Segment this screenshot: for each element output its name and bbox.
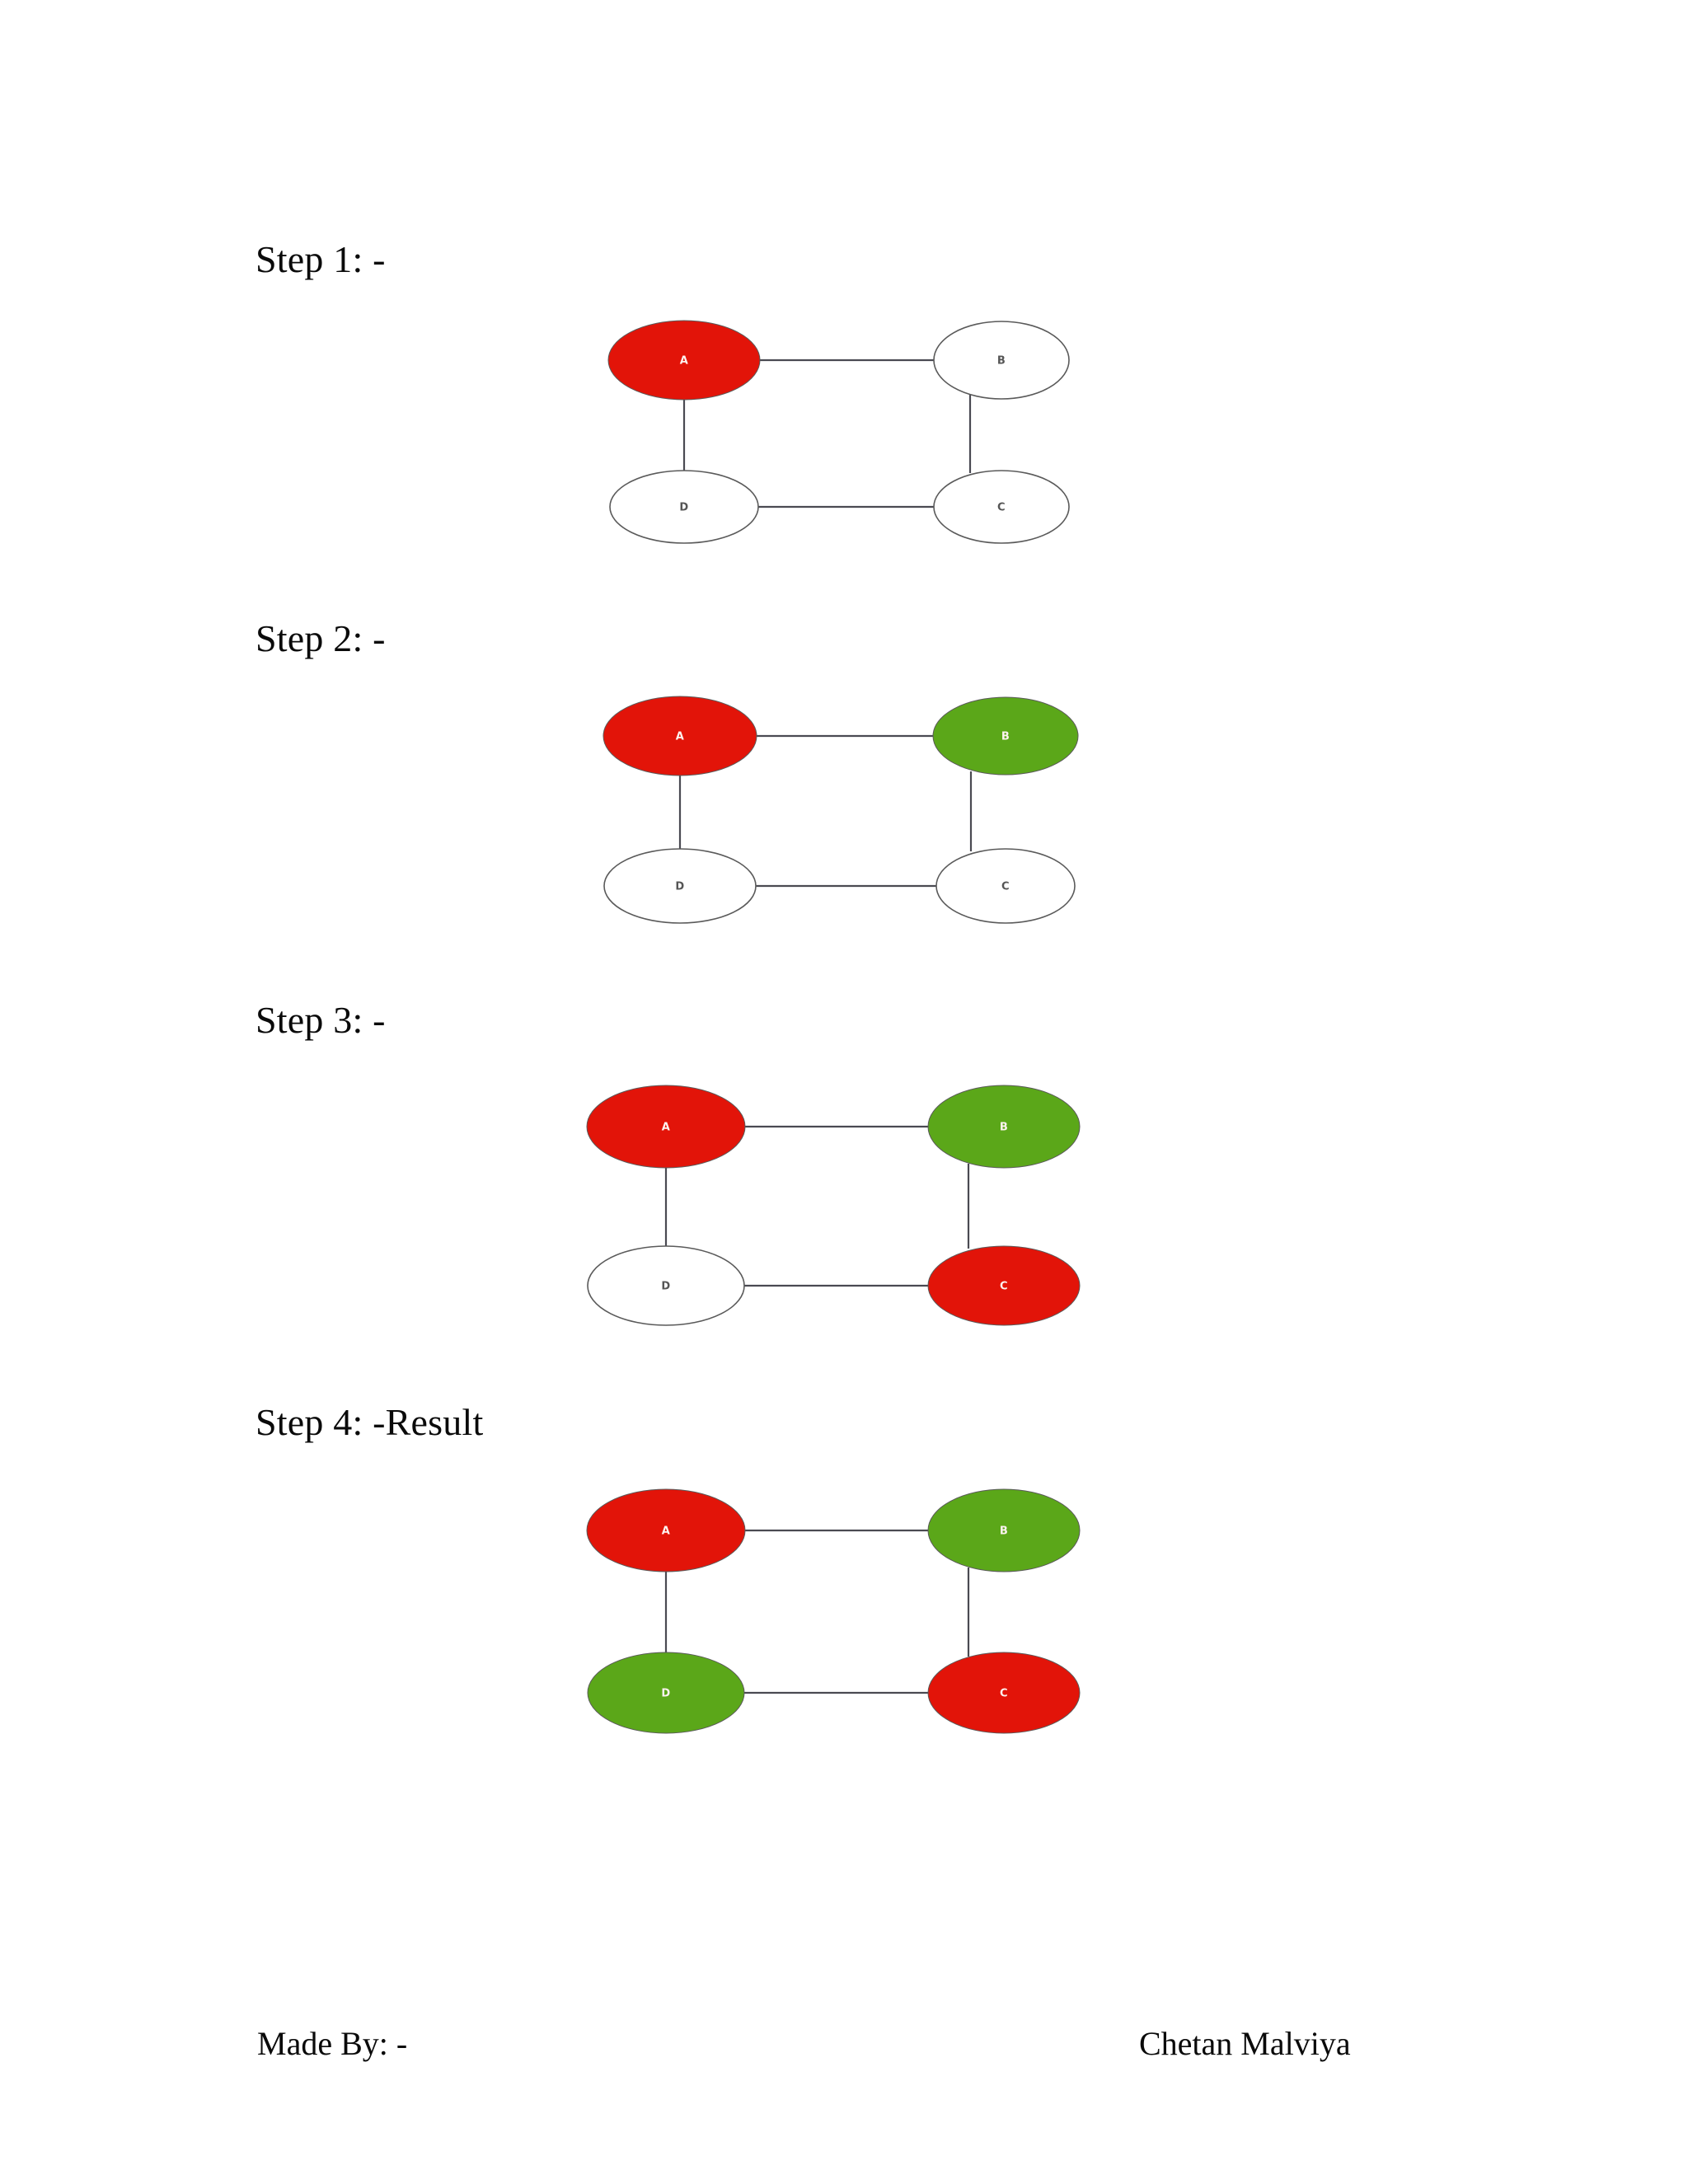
node-b-label: B	[1000, 1526, 1008, 1538]
node-d[interactable]	[587, 1652, 745, 1734]
node-c[interactable]	[927, 1652, 1081, 1734]
node-c-label: C	[1000, 1281, 1008, 1293]
node-b[interactable]	[927, 1488, 1081, 1572]
node-c-label: C	[997, 502, 1006, 514]
node-b-label: B	[1001, 731, 1010, 743]
step-1-graph: A B C D	[606, 305, 1084, 552]
node-a-label: A	[662, 1526, 670, 1538]
step-4-heading: Step 4: -Result	[256, 1401, 484, 1443]
node-b[interactable]	[932, 696, 1079, 776]
footer-author-name: Chetan Malviya	[1139, 2025, 1351, 2062]
node-b-label: B	[1000, 1122, 1008, 1134]
step-1-heading: Step 1: -	[256, 238, 386, 280]
node-d-label: D	[661, 1688, 670, 1700]
step-2-heading: Step 2: -	[256, 617, 386, 659]
node-a-label: A	[680, 355, 688, 368]
node-d[interactable]	[609, 470, 759, 544]
node-a-label: A	[662, 1122, 670, 1134]
node-a-label: A	[676, 731, 684, 743]
step-3-heading: Step 3: -	[256, 999, 386, 1041]
node-a[interactable]	[607, 320, 761, 401]
node-a[interactable]	[586, 1488, 746, 1572]
node-d-label: D	[679, 502, 688, 514]
step-2-graph: A B C D	[602, 682, 1088, 930]
footer-made-by-label: Made By: -	[257, 2025, 408, 2062]
node-d-label: D	[661, 1281, 670, 1293]
node-c-label: C	[1000, 1688, 1008, 1700]
node-c[interactable]	[927, 1245, 1081, 1326]
node-b[interactable]	[927, 1085, 1081, 1169]
node-a[interactable]	[586, 1085, 746, 1169]
step-4-graph: A B C D	[586, 1475, 1090, 1739]
node-c-label: C	[1001, 881, 1010, 893]
node-d[interactable]	[587, 1245, 745, 1326]
node-a[interactable]	[603, 696, 757, 776]
node-b[interactable]	[933, 321, 1070, 400]
node-b-label: B	[997, 355, 1006, 368]
step-3-graph: A B C D	[586, 1071, 1090, 1327]
node-c[interactable]	[933, 470, 1070, 544]
node-d[interactable]	[603, 848, 757, 924]
node-c[interactable]	[935, 848, 1076, 924]
node-d-label: D	[675, 881, 684, 893]
